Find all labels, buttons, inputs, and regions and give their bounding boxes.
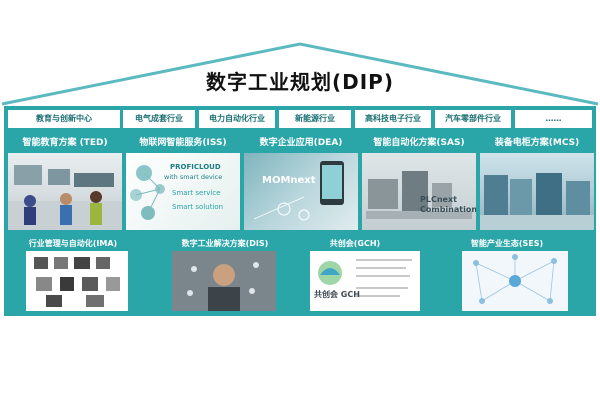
panel-gch-title: 共创会(GCH): [329, 239, 381, 248]
plcnext-label: PLCnext Combinations: [420, 195, 476, 214]
panel-ted-title: 智能教育方案 (TED): [22, 138, 108, 148]
panel-ses-title: 智能产业生态(SES): [470, 239, 544, 248]
momnext-image: MOMnext: [244, 153, 358, 230]
industry-new-energy[interactable]: 新能源行业: [279, 110, 351, 128]
panel-ima-title: 行业管理与自动化(IMA): [28, 239, 118, 248]
industry-hightech[interactable]: 高科技电子行业: [355, 110, 431, 128]
panel-ted[interactable]: 智能教育方案 (TED): [6, 134, 124, 232]
plcnext-image: PLCnext Combinations: [362, 153, 476, 230]
factory-photo: [480, 153, 594, 230]
ima-devices-image[interactable]: [26, 251, 128, 311]
panel-dis-title: 数字工业解决方案(DIS): [181, 239, 269, 248]
classroom-photo: [8, 153, 122, 230]
industry-education[interactable]: 教育与创新中心: [8, 110, 120, 128]
gch-logo-text: 共创会 GCH: [314, 290, 360, 299]
panel-sas-title: 智能自动化方案(SAS): [373, 138, 465, 148]
industry-auto-parts[interactable]: 汽车零部件行业: [435, 110, 511, 128]
momnext-label: MOMnext: [262, 175, 316, 186]
proficloud-label: PROFICLOUD: [170, 163, 221, 171]
panel-mcs-title: 装备电柜方案(MCS): [494, 138, 580, 148]
smart-solution-label: Smart solution: [172, 203, 224, 211]
ses-network-image[interactable]: [462, 251, 568, 311]
smart-service-label: Smart service: [172, 189, 221, 197]
panel-mcs[interactable]: 装备电柜方案(MCS): [478, 134, 596, 232]
panel-dea[interactable]: 数字企业应用(DEA) MOMnext: [242, 134, 360, 232]
smart-device-label: with smart device: [164, 173, 223, 181]
panel-iss[interactable]: 物联网智能服务(ISS) PROFICLOUD with smart devic…: [124, 134, 242, 232]
proficloud-image: PROFICLOUD with smart device Smart servi…: [126, 153, 240, 230]
gch-image[interactable]: 共创会 GCH: [310, 251, 420, 311]
page-title: 数字工业规划(DIP): [206, 70, 394, 94]
roof-outline: [1, 42, 599, 106]
industry-electrical[interactable]: 电气成套行业: [123, 110, 195, 128]
industry-more[interactable]: ……: [515, 110, 592, 128]
dis-person-image[interactable]: [172, 251, 276, 311]
industry-power-automation[interactable]: 电力自动化行业: [199, 110, 275, 128]
panel-iss-title: 物联网智能服务(ISS): [139, 138, 227, 148]
panel-sas[interactable]: 智能自动化方案(SAS) PLCnext Combinations: [360, 134, 478, 232]
panel-dea-title: 数字企业应用(DEA): [259, 138, 343, 148]
